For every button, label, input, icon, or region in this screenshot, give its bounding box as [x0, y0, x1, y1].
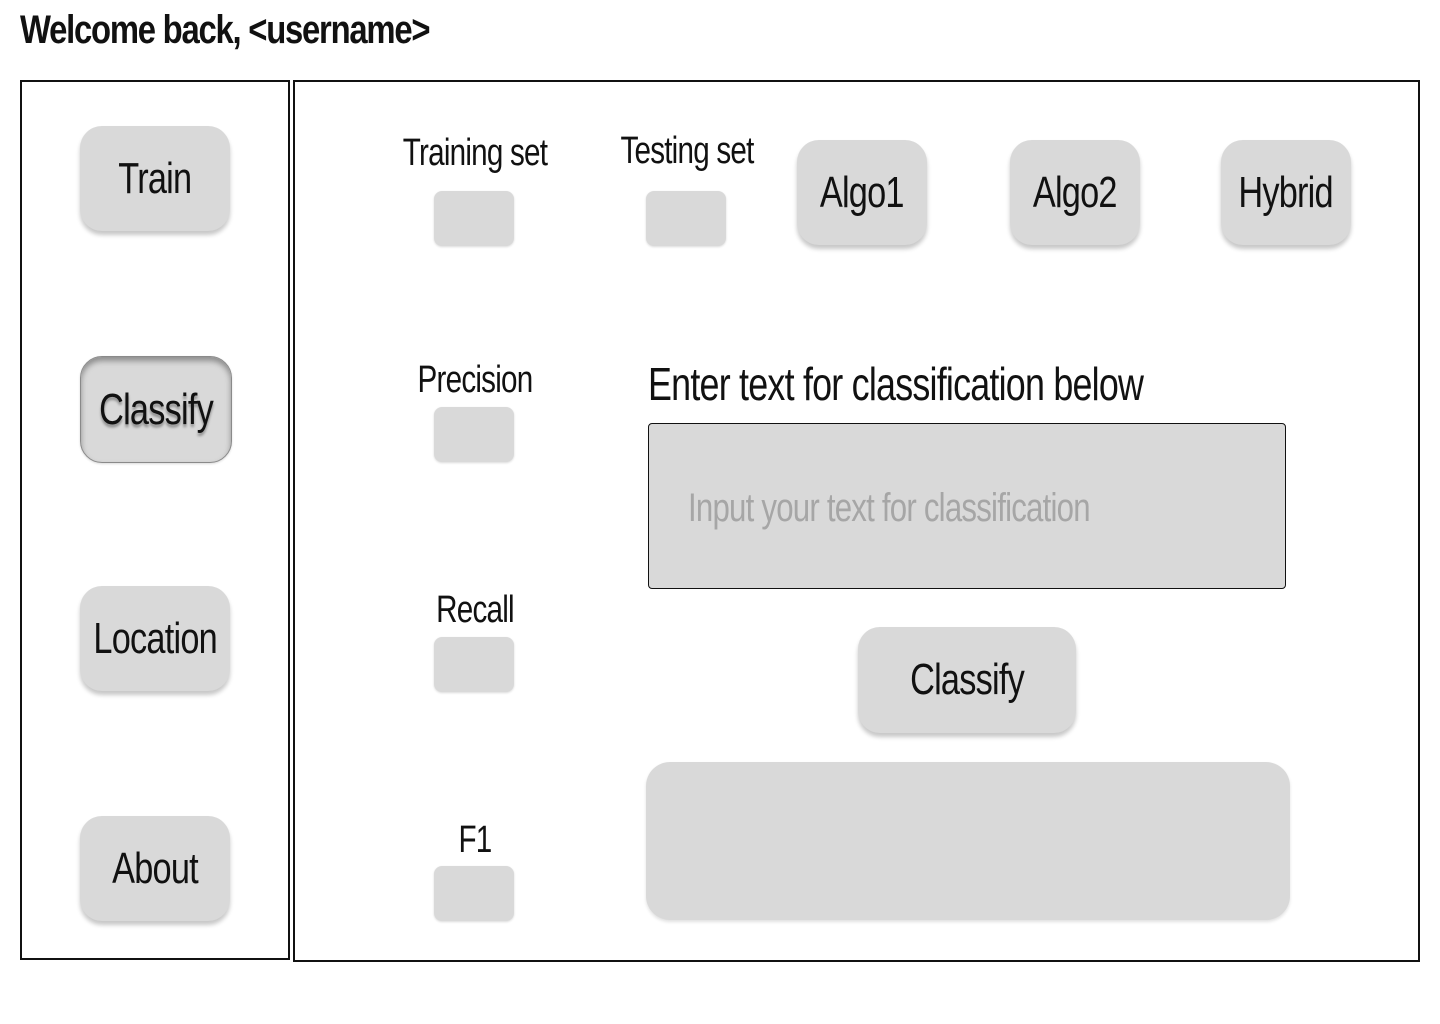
- hybrid-button[interactable]: Hybrid: [1221, 140, 1351, 245]
- training-set-label: Training set: [402, 132, 548, 174]
- precision-label: Precision: [417, 359, 534, 401]
- sidebar-item-label: Classify: [99, 384, 214, 434]
- sidebar-item-label: About: [112, 843, 199, 893]
- classify-button[interactable]: Classify: [858, 627, 1076, 733]
- classification-result-box: [646, 762, 1290, 920]
- sidebar: Train Classify Location About: [20, 80, 290, 960]
- hybrid-label: Hybrid: [1238, 167, 1334, 217]
- sidebar-item-classify[interactable]: Classify: [80, 356, 232, 463]
- sidebar-item-label: Location: [93, 613, 217, 663]
- algo1-button[interactable]: Algo1: [797, 140, 927, 245]
- training-set-selector[interactable]: [434, 191, 514, 246]
- testing-set-selector[interactable]: [646, 191, 726, 246]
- sidebar-item-location[interactable]: Location: [80, 586, 230, 691]
- recall-value: [434, 637, 514, 692]
- classify-button-label: Classify: [910, 655, 1025, 704]
- f1-label: F1: [458, 819, 492, 861]
- testing-set-label: Testing set: [620, 130, 754, 172]
- sidebar-item-train[interactable]: Train: [80, 126, 230, 231]
- welcome-heading: Welcome back, <username>: [20, 8, 430, 52]
- sidebar-item-label: Train: [118, 153, 192, 203]
- algo2-button[interactable]: Algo2: [1010, 140, 1140, 245]
- recall-label: Recall: [436, 589, 514, 631]
- main-panel: Training set Testing set Algo1 Algo2 Hyb…: [293, 80, 1420, 962]
- algo1-label: Algo1: [820, 167, 905, 217]
- classification-instruction: Enter text for classification below: [648, 358, 1144, 410]
- sidebar-item-about[interactable]: About: [80, 816, 230, 921]
- classification-text-input[interactable]: [648, 423, 1286, 589]
- f1-value: [434, 866, 514, 921]
- algo2-label: Algo2: [1033, 167, 1118, 217]
- precision-value: [434, 407, 514, 462]
